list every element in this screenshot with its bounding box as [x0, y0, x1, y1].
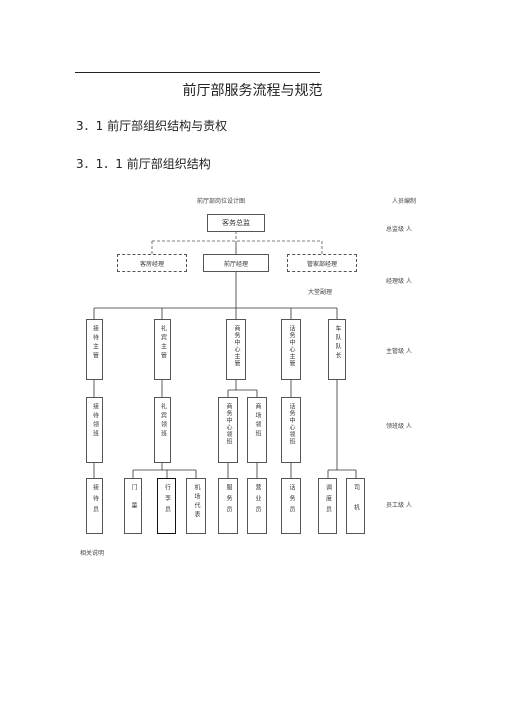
node-staff-receptionist: 接待员	[86, 478, 103, 534]
staff-header: 人员编制	[392, 198, 417, 205]
level-label-director: 总监级 人	[386, 226, 412, 233]
level-label-manager: 经理级 人	[386, 278, 412, 285]
node-leader-concierge: 礼宾领班	[154, 397, 171, 463]
node-supervisor-reception: 接待主管	[86, 319, 103, 380]
lobby-manager-label: 大堂副理	[308, 289, 333, 296]
node-staff-driver: 司机	[346, 478, 365, 534]
level-label-staff: 员工级 人	[386, 502, 412, 509]
section-heading: 3．1 前厅部组织结构与责权	[76, 119, 228, 133]
level-label-leader: 领班级 人	[386, 423, 412, 430]
node-staff-attendant: 服务员	[218, 478, 238, 534]
node-supervisor-concierge: 礼宾主管	[154, 319, 171, 380]
node-manager-rooms: 客房经理	[117, 254, 187, 272]
level-label-supervisor: 主管级 人	[386, 348, 412, 355]
node-staff-dispatcher: 调度员	[318, 478, 337, 534]
subsection-heading: 3．1．1 前厅部组织结构	[76, 157, 211, 171]
chart-caption: 前厅部岗位设计图	[197, 198, 246, 205]
node-captain-fleet: 车队队长	[328, 319, 346, 380]
node-supervisor-telephone-center: 话务中心主管	[281, 319, 301, 380]
node-leader-reception: 接待领班	[86, 397, 103, 463]
node-supervisor-business-center: 商务中心主管	[226, 319, 246, 380]
node-leader-business-center: 商务中心领班	[218, 397, 238, 463]
node-manager-front-office: 前厅经理	[203, 254, 269, 272]
header-rule	[75, 72, 320, 73]
node-director: 客务总监	[207, 214, 265, 232]
node-manager-housekeeping: 管家部经理	[287, 254, 357, 272]
footer-note: 相关说明	[80, 550, 105, 557]
node-leader-telephone-center: 话务中心领班	[281, 397, 301, 463]
node-staff-airport-rep: 机场代表	[186, 478, 206, 534]
node-staff-operator: 话务员	[281, 478, 301, 534]
node-leader-shop: 商场领班	[247, 397, 267, 463]
node-staff-doorman: 门童	[124, 478, 142, 534]
document-title: 前厅部服务流程与规范	[182, 83, 323, 99]
node-staff-sales-clerk: 营业员	[247, 478, 267, 534]
node-staff-bellman: 行李员	[157, 478, 176, 534]
